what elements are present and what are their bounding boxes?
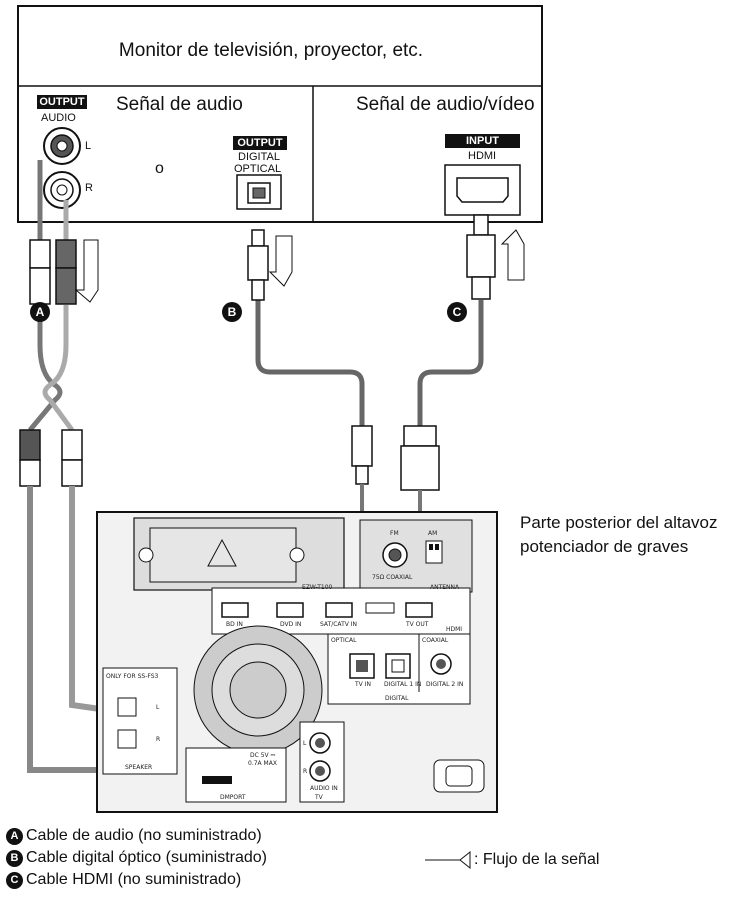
marker-b: B: [222, 302, 242, 322]
bd-in-label: BD IN: [226, 621, 243, 628]
optical-label: OPTICAL: [234, 163, 282, 175]
tv-output-badge-digital: OUTPUT: [233, 136, 287, 150]
coaxial75-label: 75Ω COAXIAL: [372, 574, 413, 581]
only-for-label: ONLY FOR SS-FS3: [106, 673, 159, 680]
legend-c: Cable HDMI (no suministrado): [26, 871, 242, 888]
legend-flow: : Flujo de la señal: [474, 851, 600, 868]
av-section-label: Señal de audio/vídeo: [356, 94, 535, 115]
legend-a: Cable de audio (no suministrado): [26, 827, 262, 844]
speaker-panel-label: SPEAKER: [125, 764, 153, 771]
marker-c: C: [447, 302, 467, 322]
audio-jack-label: AUDIO: [41, 112, 76, 124]
sat-in-label: SAT/CATV IN: [320, 621, 358, 628]
digital-label: DIGITAL: [238, 151, 280, 163]
speaker-l-label: L: [156, 704, 160, 711]
marker-a: A: [30, 302, 50, 322]
coaxial-panel-label: COAXIAL: [422, 637, 449, 644]
fm-label: FM: [390, 530, 399, 537]
dc-current-label: 0.7A MAX: [248, 760, 277, 767]
tv-in-label: TV IN: [355, 681, 371, 688]
ezw-label: EZW-T100: [302, 584, 333, 591]
tv-r-label: R: [303, 768, 308, 775]
right-jack-label: R: [85, 182, 93, 194]
or-label: o: [155, 160, 164, 177]
tv-out-label: TV OUT: [406, 621, 429, 628]
legend-marker-b: B: [6, 850, 23, 867]
dc-label: DC 5V ⎓: [250, 752, 276, 759]
am-label: AM: [428, 530, 438, 537]
antenna-label: ANTENNA: [430, 584, 460, 591]
dvd-in-label: DVD IN: [280, 621, 302, 628]
digital1-label: DIGITAL 1 IN: [384, 681, 422, 688]
speaker-r-label: R: [156, 736, 161, 743]
tv-panel-label: TV: [315, 794, 323, 801]
tv-l-label: L: [303, 740, 307, 747]
digital-panel-label: DIGITAL: [385, 695, 409, 702]
hdmi-panel-label: HDMI: [446, 626, 463, 633]
rear-panel-title: Parte posterior del altavoz potenciador …: [520, 513, 718, 556]
legend-marker-c: C: [6, 872, 23, 889]
tv-input-badge: INPUT: [445, 134, 520, 148]
optical-panel-label: OPTICAL: [331, 637, 357, 644]
dmport-label: DMPORT: [220, 794, 246, 801]
audio-in-label: AUDIO IN: [310, 785, 338, 792]
tv-title: Monitor de televisión, proyector, etc.: [118, 40, 424, 61]
tv-output-badge-audio: OUTPUT: [37, 95, 87, 109]
audio-section-label: Señal de audio: [116, 94, 243, 115]
digital2-label: DIGITAL 2 IN: [426, 681, 464, 688]
legend-b: Cable digital óptico (suministrado): [26, 849, 267, 866]
legend-marker-a: A: [6, 828, 23, 845]
left-jack-label: L: [85, 140, 92, 152]
tv-hdmi-label: HDMI: [468, 150, 497, 162]
